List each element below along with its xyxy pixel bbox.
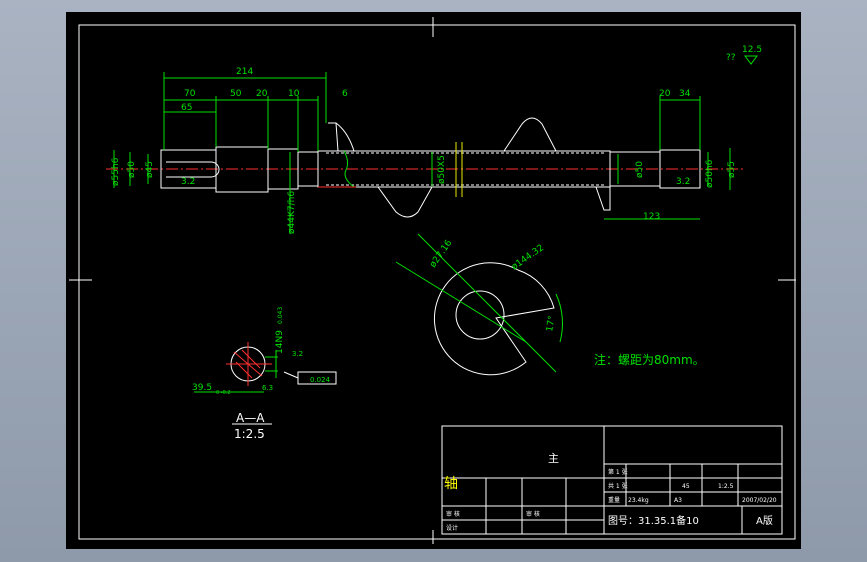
roughness-value: 12.5 (742, 45, 762, 55)
cad-drawing: 214 70 50 20 10 6 65 20 34 123 ø55h6 ø50… (69, 17, 796, 544)
dim-6: 6 (342, 89, 348, 99)
roughness-note: ?? 12.5 (726, 45, 762, 65)
dim-214: 214 (236, 67, 253, 77)
dim-27-16: ø27.16 (428, 238, 454, 270)
title-checker: 审 核 (446, 510, 460, 518)
title-paper: A3 (674, 497, 682, 504)
dim-70: 70 (184, 89, 196, 99)
dim-44k7: ø44K7/h6 (287, 191, 297, 234)
dim-50: 50 (230, 89, 242, 99)
dim-17deg: 17° (545, 315, 558, 332)
dim-45: ø45 (145, 161, 155, 178)
title-rev: A版 (756, 514, 773, 527)
dim-right-20: 20 (659, 89, 671, 99)
roughness-symbol: ?? (726, 53, 736, 63)
title-name: 主 (548, 452, 559, 465)
title-scale: 1:2.5 (718, 483, 734, 490)
inner-border (78, 24, 796, 540)
title-date: 2007/02/20 (742, 497, 777, 504)
title-weight: 重量 (608, 496, 620, 504)
dimension-texts: 214 70 50 20 10 6 65 20 34 123 ø55h6 ø50… (111, 67, 737, 234)
rough-left: 3.2 (181, 177, 195, 187)
section-label: A—A (236, 411, 265, 425)
dim-50h6-right: ø50h6 (705, 159, 715, 188)
dim-50-right: ø50 (635, 161, 645, 178)
dimension-lines (113, 72, 731, 234)
title-material: 45 (682, 483, 690, 490)
dim-144-32: ø144.32 (510, 243, 546, 272)
title-drawing-no: 图号：31.35.1备10 (608, 514, 699, 527)
section-rough2: 6.3 (262, 384, 273, 392)
title-block: 主 轴 第 1 张 共 1 张 45 1:2.5 重量 23.4kg A3 20… (441, 425, 783, 535)
title-sheets-total: 共 1 张 (608, 482, 628, 490)
section-a-a: 14N9 0.043 39.5 0 -0.2 3.2 6.3 0.024 A—A… (192, 307, 337, 441)
dim-55-right: ø55 (727, 161, 737, 178)
dim-10: 10 (288, 89, 300, 99)
title-approver: 审 核 (526, 510, 540, 518)
section-rough: 3.2 (292, 350, 303, 358)
title-sheet: 第 1 张 (608, 468, 628, 476)
dim-65: 65 (181, 103, 192, 113)
title-designer: 设计 (446, 524, 458, 532)
dim-50x5: ø50X5 (437, 155, 447, 184)
drawing-frame: 214 70 50 20 10 6 65 20 34 123 ø55h6 ø50… (66, 12, 801, 549)
dim-50-left: ø50 (127, 161, 137, 178)
dim-55h6: ø55h6 (111, 157, 121, 186)
depth-39-5: 39.5 (192, 383, 212, 393)
dim-123: 123 (643, 212, 660, 222)
dim-right-34: 34 (679, 89, 691, 99)
depth-tol: 0 -0.2 (216, 390, 231, 396)
shaft-main-view (106, 117, 746, 218)
tolerance-box: 0.024 (310, 376, 331, 384)
dim-20: 20 (256, 89, 268, 99)
section-scale: 1:2.5 (234, 427, 265, 441)
title-mass: 23.4kg (628, 497, 649, 504)
pitch-note: 注：螺距为80mm。 (594, 352, 705, 367)
flight-view: ø27.16 ø144.32 17° (395, 233, 563, 376)
title-part-name: 轴 (444, 476, 458, 492)
keyway-14n9: 14N9 (275, 330, 285, 354)
keyway-tol: 0.043 (277, 307, 284, 324)
rough-right: 3.2 (676, 177, 690, 187)
